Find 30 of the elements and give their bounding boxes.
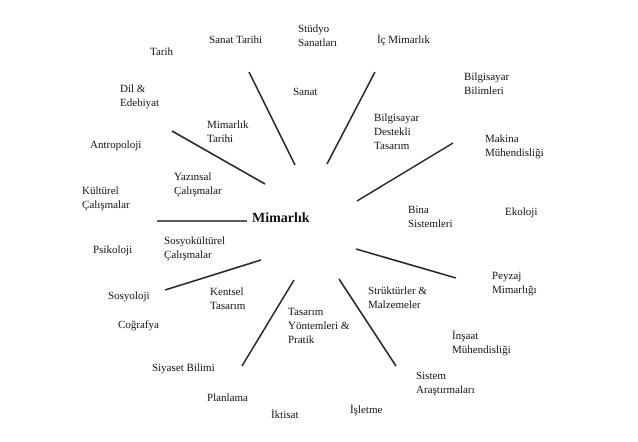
field-label: İnşaat Mühendisliği: [452, 329, 512, 357]
field-label: Bilgisayar Bilimleri: [464, 70, 510, 98]
field-label: Tasarım Yöntemleri & Pratik: [288, 305, 350, 347]
field-label: Sanat Tarihi: [209, 33, 262, 47]
field-label: İktisat: [271, 408, 298, 422]
field-label: Sanat: [293, 85, 318, 99]
field-label: Bilgisayar Destekli Tasarım: [374, 111, 420, 153]
field-label: Sistem Araştırmaları: [416, 369, 476, 397]
field-label: Siyaset Bilimi: [152, 361, 215, 375]
field-label: Mimarlık Tarihi: [207, 118, 250, 146]
field-label: Bina Sistemleri: [408, 203, 454, 231]
field-label: Kültürel Çalışmalar: [82, 184, 131, 212]
field-label: Sosyoloji: [108, 289, 150, 303]
field-label: Tarih: [150, 45, 174, 59]
field-label: Antropoloji: [90, 138, 142, 152]
center-title: Mimarlık: [252, 212, 310, 226]
field-label: Ekoloji: [505, 205, 538, 219]
field-label: Strüktürler & Malzemeler: [368, 284, 428, 312]
field-label: Kentsel Tasarım: [210, 285, 246, 313]
field-label: Planlama: [207, 391, 248, 405]
field-label: Sosyokültürel Çalışmalar: [164, 234, 226, 262]
field-label: Coğrafya: [118, 318, 159, 332]
field-label: Stüdyo Sanatları: [298, 22, 338, 50]
field-label: İşletme: [350, 403, 382, 417]
field-label: Peyzaj Mimarlığı: [492, 269, 538, 297]
field-label: İç Mimarlık: [377, 33, 430, 47]
field-label: Makina Mühendisliği: [485, 132, 545, 160]
field-label: Psikoloji: [93, 243, 132, 257]
field-label: Dil & Edebiyat: [120, 82, 160, 110]
field-label: Yazınsal Çalışmalar: [174, 170, 223, 198]
